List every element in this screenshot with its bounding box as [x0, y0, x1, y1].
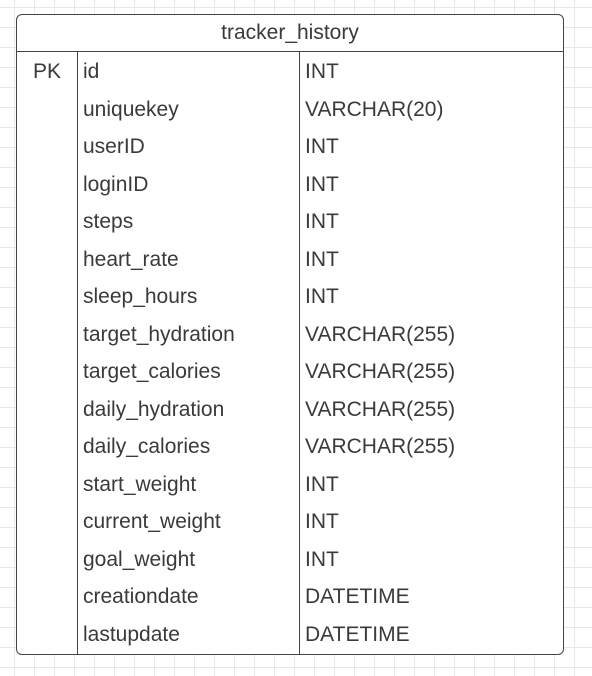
- field-name: current_weight: [83, 510, 221, 533]
- field-row[interactable]: PK id INT: [17, 53, 563, 91]
- field-type: VARCHAR(255): [305, 435, 456, 458]
- field-row[interactable]: steps INT: [17, 203, 563, 241]
- entity-title: tracker_history: [17, 15, 563, 52]
- field-name: target_calories: [83, 360, 221, 383]
- field-name: start_weight: [83, 472, 197, 496]
- field-name: uniquekey: [83, 97, 179, 121]
- field-key: [17, 503, 77, 541]
- field-key: [17, 241, 77, 279]
- field-type: VARCHAR(255): [305, 397, 456, 421]
- field-row[interactable]: sleep_hours INT: [17, 278, 563, 316]
- field-type: INT: [305, 60, 339, 83]
- field-row[interactable]: creationdate DATETIME: [17, 578, 563, 616]
- field-key: [17, 541, 77, 579]
- field-key: [17, 316, 77, 354]
- field-name: target_hydration: [83, 322, 235, 346]
- field-key: [17, 128, 77, 166]
- field-name: sleep_hours: [83, 285, 198, 308]
- field-key: [17, 278, 77, 316]
- field-key: [17, 616, 77, 654]
- field-row[interactable]: target_hydration VARCHAR(255): [17, 316, 563, 354]
- field-row[interactable]: daily_calories VARCHAR(255): [17, 428, 563, 466]
- field-key: [17, 91, 77, 129]
- field-row[interactable]: daily_hydration VARCHAR(255): [17, 391, 563, 429]
- field-name: loginID: [83, 172, 149, 196]
- field-key: [17, 391, 77, 429]
- field-key: [17, 578, 77, 616]
- field-row[interactable]: current_weight INT: [17, 503, 563, 541]
- field-type: INT: [305, 135, 339, 158]
- field-name: creationdate: [83, 585, 199, 608]
- field-name: heart_rate: [83, 247, 179, 271]
- field-row[interactable]: loginID INT: [17, 166, 563, 204]
- field-name: goal_weight: [83, 547, 196, 571]
- field-key: [17, 428, 77, 466]
- field-name: userID: [83, 135, 145, 158]
- field-type: INT: [305, 172, 339, 196]
- field-type: INT: [305, 247, 339, 271]
- field-name: id: [83, 60, 100, 83]
- field-row[interactable]: userID INT: [17, 128, 563, 166]
- field-key: [17, 466, 77, 504]
- field-type: VARCHAR(20): [305, 97, 444, 121]
- field-type: INT: [305, 510, 339, 533]
- field-type: INT: [305, 547, 339, 571]
- field-row[interactable]: goal_weight INT: [17, 541, 563, 579]
- field-row[interactable]: heart_rate INT: [17, 241, 563, 279]
- field-name: steps: [83, 210, 134, 233]
- field-row[interactable]: target_calories VARCHAR(255): [17, 353, 563, 391]
- field-row[interactable]: start_weight INT: [17, 466, 563, 504]
- field-key: [17, 353, 77, 391]
- key-column-divider: [77, 52, 78, 654]
- field-type: VARCHAR(255): [305, 360, 456, 383]
- field-type: DATETIME: [305, 622, 410, 646]
- field-key: PK: [32, 60, 61, 83]
- field-key: [17, 203, 77, 241]
- field-type: VARCHAR(255): [305, 322, 456, 346]
- field-row[interactable]: lastupdate DATETIME: [17, 616, 563, 654]
- type-column-divider: [299, 52, 300, 654]
- field-type: INT: [305, 210, 339, 233]
- field-type: INT: [305, 472, 339, 496]
- field-type: DATETIME: [305, 585, 410, 608]
- field-row[interactable]: uniquekey VARCHAR(20): [17, 91, 563, 129]
- field-type: INT: [305, 285, 339, 308]
- field-name: daily_calories: [83, 435, 211, 458]
- field-key: [17, 166, 77, 204]
- field-name: lastupdate: [83, 622, 180, 646]
- field-name: daily_hydration: [83, 397, 225, 421]
